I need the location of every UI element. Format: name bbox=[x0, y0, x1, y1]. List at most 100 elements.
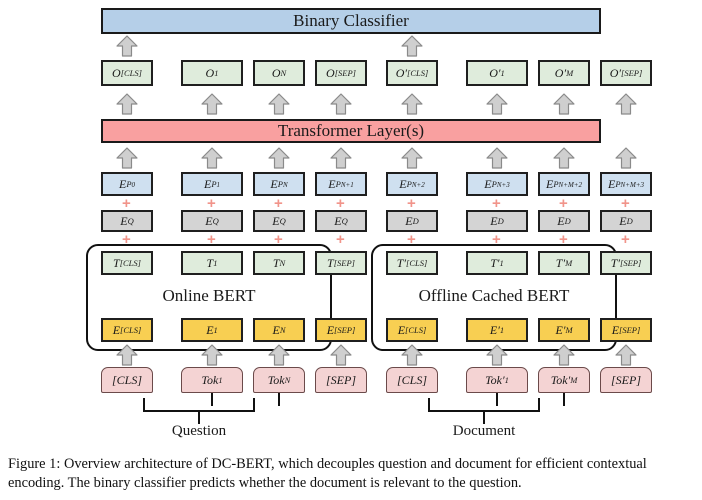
up-arrow-icon bbox=[330, 343, 352, 367]
document-bracket bbox=[428, 398, 540, 424]
hidden-state-right-1: T′1 bbox=[466, 251, 528, 275]
input-token-left-0: [CLS] bbox=[101, 367, 153, 393]
output-token-right-0: O′[CLS] bbox=[386, 60, 438, 86]
plus-icon-left-3-seg: + bbox=[336, 231, 345, 248]
plus-icon-left-0-seg: + bbox=[122, 231, 131, 248]
up-arrow-icon bbox=[116, 343, 138, 367]
transformer-layers-bar: Transformer Layer(s) bbox=[101, 119, 601, 143]
plus-icon-right-1-seg: + bbox=[492, 231, 501, 248]
offline-cached-bert-label: Offline Cached BERT bbox=[418, 286, 570, 305]
input-token-right-3: [SEP] bbox=[600, 367, 652, 393]
plus-icon-right-0-pos: + bbox=[407, 195, 416, 212]
up-arrow-icon bbox=[553, 146, 575, 170]
transformer-layers-label: Transformer Layer(s) bbox=[277, 121, 425, 140]
up-arrow-icon bbox=[486, 343, 508, 367]
document-label: Document bbox=[452, 423, 516, 439]
up-arrow-icon bbox=[486, 146, 508, 170]
up-arrow-icon bbox=[401, 92, 423, 116]
question-label: Question bbox=[171, 423, 227, 439]
up-arrow-icon bbox=[486, 92, 508, 116]
input-token-right-0: [CLS] bbox=[386, 367, 438, 393]
token-embedding-left-0: E[CLS] bbox=[101, 318, 153, 342]
connector-line bbox=[496, 393, 498, 406]
plus-icon-right-3-pos: + bbox=[621, 195, 630, 212]
hidden-state-left-3: T[SEP] bbox=[315, 251, 367, 275]
token-embedding-left-3: E[SEP] bbox=[315, 318, 367, 342]
up-arrow-icon bbox=[116, 146, 138, 170]
output-token-left-3: O[SEP] bbox=[315, 60, 367, 86]
up-arrow-icon bbox=[116, 92, 138, 116]
plus-icon-right-2-pos: + bbox=[559, 195, 568, 212]
up-arrow-icon bbox=[615, 146, 637, 170]
plus-icon-left-2-seg: + bbox=[274, 231, 283, 248]
up-arrow-icon bbox=[330, 146, 352, 170]
connector-line bbox=[278, 393, 280, 406]
token-embedding-right-3: E[SEP] bbox=[600, 318, 652, 342]
plus-icon-left-0-pos: + bbox=[122, 195, 131, 212]
up-arrow-icon bbox=[268, 146, 290, 170]
output-token-right-3: O′[SEP] bbox=[600, 60, 652, 86]
up-arrow-icon bbox=[268, 92, 290, 116]
output-token-right-1: O′1 bbox=[466, 60, 528, 86]
plus-icon-left-3-pos: + bbox=[336, 195, 345, 212]
plus-icon-right-3-seg: + bbox=[621, 231, 630, 248]
output-token-left-0: O[CLS] bbox=[101, 60, 153, 86]
plus-icon-left-1-pos: + bbox=[207, 195, 216, 212]
output-token-right-2: O′M bbox=[538, 60, 590, 86]
plus-icon-right-2-seg: + bbox=[559, 231, 568, 248]
up-arrow-icon bbox=[201, 92, 223, 116]
online-bert-label: Online BERT bbox=[162, 286, 256, 305]
hidden-state-right-2: T′M bbox=[538, 251, 590, 275]
input-token-right-2: Tok′M bbox=[538, 367, 590, 393]
plus-icon-right-0-seg: + bbox=[407, 231, 416, 248]
connector-line bbox=[211, 393, 213, 406]
token-embedding-right-1: E′1 bbox=[466, 318, 528, 342]
plus-icon-left-1-seg: + bbox=[207, 231, 216, 248]
up-arrow-icon bbox=[553, 343, 575, 367]
up-arrow-icon bbox=[615, 92, 637, 116]
up-arrow-icon bbox=[615, 343, 637, 367]
input-token-left-3: [SEP] bbox=[315, 367, 367, 393]
token-embedding-right-0: E[CLS] bbox=[386, 318, 438, 342]
up-arrow-icon bbox=[201, 146, 223, 170]
hidden-state-left-0: T[CLS] bbox=[101, 251, 153, 275]
up-arrow-icon bbox=[268, 343, 290, 367]
up-arrow-icon bbox=[330, 92, 352, 116]
up-arrow-icon bbox=[401, 146, 423, 170]
binary-classifier-label: Binary Classifier bbox=[293, 11, 409, 30]
up-arrow-icon bbox=[201, 343, 223, 367]
plus-icon-left-2-pos: + bbox=[274, 195, 283, 212]
up-arrow-icon bbox=[553, 92, 575, 116]
up-arrow-icon bbox=[401, 34, 423, 58]
up-arrow-icon bbox=[116, 34, 138, 58]
binary-classifier-bar: Binary Classifier bbox=[101, 8, 601, 34]
plus-icon-right-1-pos: + bbox=[492, 195, 501, 212]
up-arrow-icon bbox=[401, 343, 423, 367]
hidden-state-right-0: T′[CLS] bbox=[386, 251, 438, 275]
input-token-right-1: Tok′1 bbox=[466, 367, 528, 393]
